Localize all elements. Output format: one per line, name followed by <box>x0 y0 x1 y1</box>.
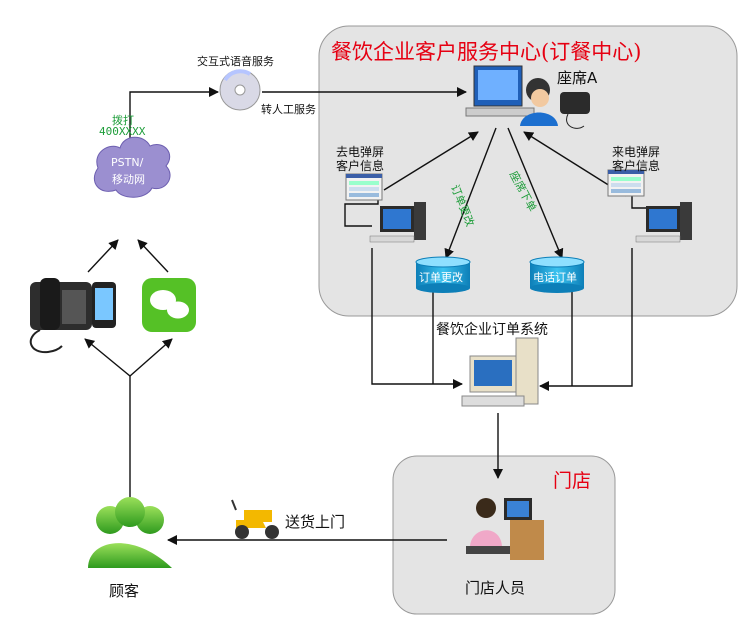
wechat-icon <box>142 278 196 332</box>
popup-right-line1: 来电弹屏 <box>612 145 661 159</box>
db-order-change-label: 订单更改 <box>419 271 463 284</box>
agent-to-db-order-arrow <box>507 127 564 259</box>
order-system-label: 餐饮企业订单系统 <box>436 322 548 338</box>
left-popup-icon <box>345 173 383 201</box>
dial-number: 400XXXX <box>99 125 146 138</box>
network-cloud-icon <box>93 136 171 198</box>
delivery-scooter-icon <box>231 499 279 539</box>
desk-phone-agent-icon <box>560 92 590 129</box>
center-title: 餐饮企业客户服务中心(订餐中心) <box>331 40 642 64</box>
transfer-label: 转人工服务 <box>261 103 316 116</box>
dial-label: 拨打 <box>112 114 134 127</box>
left-pc-down-arrow <box>371 248 463 389</box>
mobile-phone-icon <box>92 282 116 328</box>
phone-to-net-arrow <box>87 239 119 273</box>
call-center-panel <box>318 25 738 317</box>
db-phone-order-icon <box>529 256 585 293</box>
desk-phone-icon <box>29 278 92 354</box>
popup-left-line1: 去电弹屏 <box>336 145 385 159</box>
db-phone-order-label: 电话订单 <box>533 271 577 284</box>
customer-label: 顾客 <box>109 582 140 600</box>
popup-right-line2: 客户信息 <box>612 159 661 173</box>
ivr-disc-icon <box>219 69 261 111</box>
db-order-change-icon <box>415 256 471 293</box>
store-staff-icon <box>466 498 544 560</box>
ivr-label: 交互式语音服务 <box>197 55 274 68</box>
store-panel <box>392 455 616 615</box>
delivery-label: 送货上门 <box>285 513 346 531</box>
agent-to-db-change-arrow <box>444 127 497 259</box>
net-to-ivr-arrow <box>129 87 219 150</box>
agent-label: 座席A <box>557 69 598 87</box>
agent-workstation-icon <box>465 65 558 126</box>
left-pc-to-agent-arrow <box>383 131 479 191</box>
store-staff-label: 门店人员 <box>465 579 526 597</box>
network-label-2: 移动网 <box>112 173 145 186</box>
popup-left-line2: 客户信息 <box>336 159 385 173</box>
store-title: 门店 <box>553 470 592 492</box>
right-pc-down-arrow <box>539 248 633 391</box>
branch-right-arrow <box>129 338 173 377</box>
left-popup-loop <box>344 195 379 227</box>
order-system-computer-icon <box>461 337 539 407</box>
network-label-1: PSTN/ <box>111 156 144 169</box>
branch-left-arrow <box>84 338 131 377</box>
customer-icon <box>88 497 172 568</box>
wechat-to-net-arrow <box>137 239 169 273</box>
